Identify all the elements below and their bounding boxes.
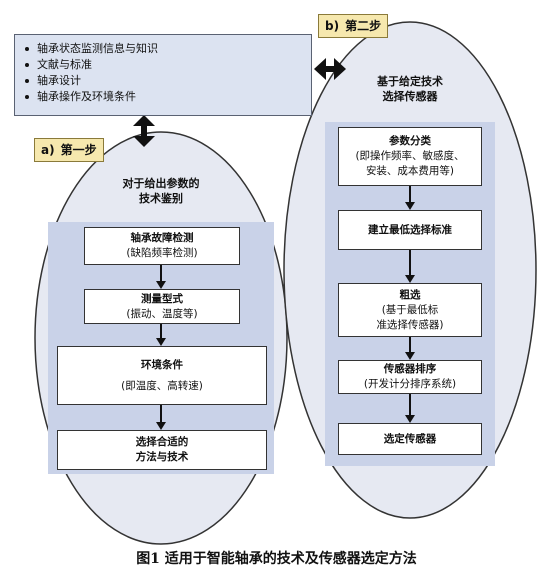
step-b-box-parameter-classification: 参数分类 (即操作频率、敏感度、 安装、成本费用等) (338, 127, 482, 186)
box-title: 测量型式 (141, 292, 183, 305)
bullet-icon (25, 95, 29, 99)
box-detail: 安装、成本费用等) (365, 165, 455, 177)
box-detail: 方法与技术 (135, 451, 189, 463)
step-a-box-measurement-type: 测量型式 (振动、温度等) (84, 289, 240, 324)
input-source-item: 轴承操作及环境条件 (25, 89, 301, 105)
step-a-title-line: 技术鉴别 (139, 192, 183, 205)
step-b-box-minimum-criteria: 建立最低选择标准 (338, 210, 482, 250)
input-source-label: 轴承状态监测信息与知识 (37, 42, 158, 55)
vertical-double-arrow (133, 115, 155, 147)
step-b-title-line: 基于给定技术 (377, 75, 443, 88)
box-title: 参数分类 (389, 135, 431, 147)
step-a-box-environment: 环境条件 (即温度、高转速) (57, 346, 267, 405)
input-source-label: 轴承设计 (37, 74, 81, 87)
box-detail: (缺陷频率检测) (126, 247, 198, 259)
step-a-box-fault-detection: 轴承故障检测 (缺陷频率检测) (84, 227, 240, 265)
box-title: 选定传感器 (383, 432, 437, 445)
box-detail: (即操作频率、敏感度、 (355, 150, 465, 162)
bullet-icon (25, 79, 29, 83)
step-b-title: 基于给定技术 选择传感器 (329, 74, 491, 104)
step-b-letter: b) (325, 19, 340, 33)
step-b-box-coarse-selection: 粗选 (基于最低标 准选择传感器) (338, 283, 482, 337)
figure-caption: 图1 适用于智能轴承的技术及传感器选定方法 (136, 551, 417, 567)
box-title: 建立最低选择标准 (368, 223, 452, 236)
bullet-icon (25, 47, 29, 51)
box-title: 轴承故障检测 (130, 232, 194, 244)
box-detail: (基于最低标 (381, 303, 439, 316)
input-sources-list: 轴承状态监测信息与知识 文献与标准 轴承设计 轴承操作及环境条件 (25, 41, 301, 105)
box-title: 传感器排序 (383, 363, 437, 375)
input-source-item: 轴承状态监测信息与知识 (25, 41, 301, 57)
box-title: 选择合适的 (135, 436, 189, 448)
box-detail: (开发计分排序系统) (363, 378, 457, 390)
step-a-connectors (156, 265, 166, 430)
input-sources-box: 轴承状态监测信息与知识 文献与标准 轴承设计 轴承操作及环境条件 (14, 34, 312, 116)
input-source-label: 轴承操作及环境条件 (37, 90, 136, 103)
step-a-title: 对于给出参数的 技术鉴别 (80, 176, 242, 206)
step-a-title-line: 对于给出参数的 (122, 177, 200, 190)
box-title: 粗选 (399, 288, 421, 301)
input-source-item: 轴承设计 (25, 73, 301, 89)
step-a-label: 第一步 (60, 143, 97, 157)
input-source-label: 文献与标准 (37, 58, 92, 71)
box-detail: (即温度、高转速) (121, 379, 203, 392)
step-b-box-sensor-ranking: 传感器排序 (开发计分排序系统) (338, 360, 482, 394)
box-detail: (振动、温度等) (126, 307, 198, 320)
box-title: 环境条件 (141, 358, 183, 371)
step-b-connectors (405, 186, 415, 423)
step-b-title-line: 选择传感器 (382, 90, 438, 103)
step-b-box-selected-sensor: 选定传感器 (338, 423, 482, 455)
step-a-tag: a) 第一步 (34, 138, 104, 162)
input-source-item: 文献与标准 (25, 57, 301, 73)
step-a-letter: a) (41, 143, 55, 157)
step-b-label: 第二步 (345, 19, 382, 33)
box-detail: 准选择传感器) (376, 318, 444, 331)
bullet-icon (25, 63, 29, 67)
horizontal-double-arrow (314, 58, 346, 80)
step-a-box-select-method: 选择合适的 方法与技术 (57, 430, 267, 470)
step-b-tag: b) 第二步 (318, 14, 389, 38)
